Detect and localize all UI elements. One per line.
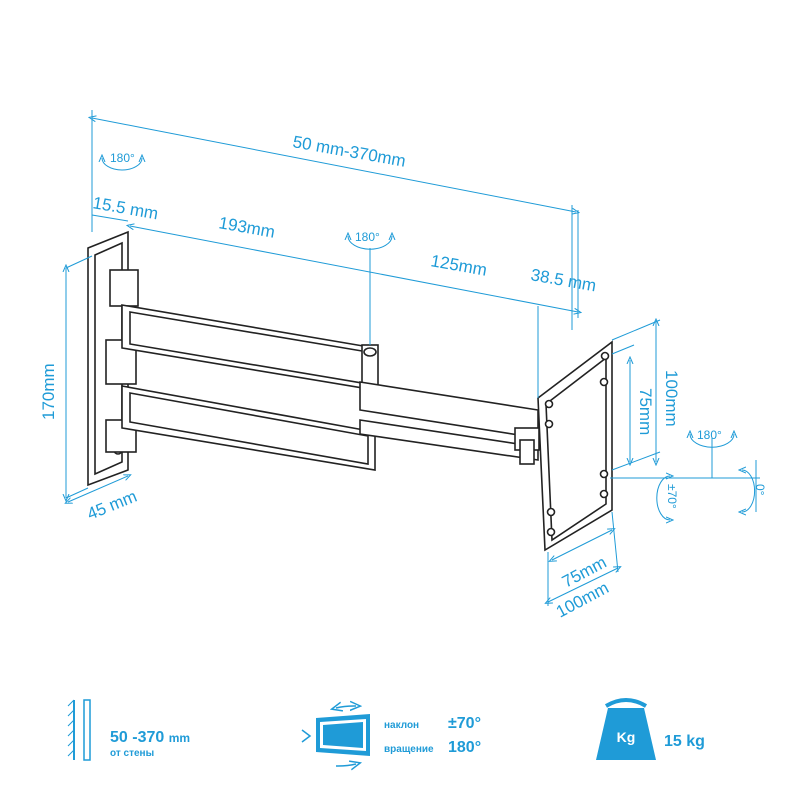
label-vesa-v-small: 75mm (636, 388, 655, 435)
label-depth: 45 mm (84, 487, 139, 524)
label-rot-mid: 180° (355, 230, 380, 244)
vesa-plate (537, 340, 613, 552)
dimension-labels: 50 mm-370mm 15.5 mm 193mm 125mm 38.5 mm … (39, 132, 767, 621)
label-tilt: ±70° (665, 484, 679, 509)
rotation-arcs (102, 158, 756, 520)
label-height: 170mm (39, 363, 58, 420)
weight-icon: Kg (596, 698, 656, 760)
label-total-extension: 50 mm-370mm (291, 132, 407, 171)
rotation-label: вращение (384, 744, 434, 755)
label-level: 0° (753, 484, 767, 496)
distance-unit: mm (169, 731, 190, 745)
label-rot-plate: 180° (697, 428, 722, 442)
distance-value: 50 -370 (110, 729, 164, 746)
label-wall-offset: 15.5 mm (91, 193, 159, 223)
label-plate-offset: 38.5 mm (529, 265, 597, 295)
first-arm (121, 304, 379, 471)
tilt-rotation-icon (301, 706, 370, 766)
weight-icon-text: Kg (617, 729, 636, 745)
label-vesa-h-large: 100mm (553, 578, 612, 621)
label-rot-wall: 180° (110, 151, 135, 165)
spec-tilt-rotation: наклон ±70° вращение 180° (301, 706, 481, 766)
second-arm (359, 381, 540, 465)
svg-text:50 -370 mm: 50 -370 mm (110, 729, 190, 746)
bracket-drawing (87, 230, 613, 552)
wall-distance-icon (67, 699, 91, 761)
label-arm1: 193mm (217, 213, 276, 242)
tilt-value: ±70° (448, 715, 481, 732)
label-arm2: 125mm (429, 251, 488, 280)
wall-plate (87, 230, 139, 487)
label-vesa-v-large: 100mm (662, 370, 681, 427)
tilt-label: наклон (384, 720, 419, 731)
dimension-lines (66, 110, 760, 606)
distance-label: от стены (110, 748, 154, 759)
weight-value: 15 kg (664, 733, 705, 750)
spec-weight: Kg 15 kg (596, 698, 705, 760)
spec-distance: 50 -370 mm от стены (67, 699, 190, 761)
rotation-value: 180° (448, 739, 481, 756)
